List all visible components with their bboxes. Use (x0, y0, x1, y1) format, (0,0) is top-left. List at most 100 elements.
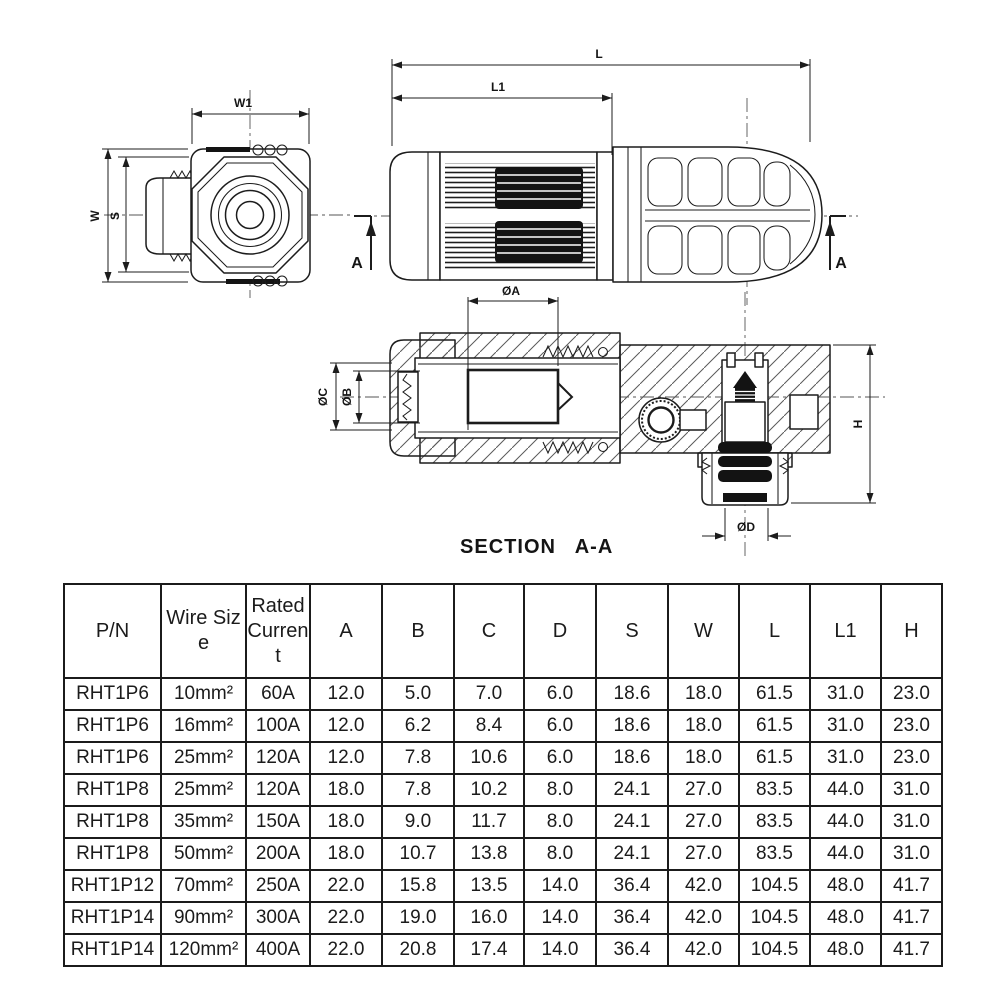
section-caption: SECTION A-A (460, 536, 614, 558)
table-cell: 24.1 (595, 773, 669, 807)
table-cell: 31.0 (880, 805, 943, 839)
table-cell: RHT1P6 (63, 677, 162, 711)
table-cell: 25mm² (160, 741, 247, 775)
table-cell: 250A (245, 869, 311, 903)
table-cell: 6.0 (523, 677, 597, 711)
table-cell: 16.0 (453, 901, 525, 935)
dim-label-l1: L1 (491, 80, 505, 94)
table-cell: 31.0 (880, 837, 943, 871)
table-cell: 12.0 (309, 709, 383, 743)
col-header-c: C (453, 583, 525, 679)
table-cell: 7.0 (453, 677, 525, 711)
table-cell: 200A (245, 837, 311, 871)
section-marker-right-label: A (835, 255, 847, 272)
section-marker-right: A (825, 215, 847, 272)
table-cell: 104.5 (738, 901, 811, 935)
table-cell: 100A (245, 709, 311, 743)
table-cell: 41.7 (880, 933, 943, 967)
col-header-w: W (667, 583, 740, 679)
table-cell: RHT1P6 (63, 741, 162, 775)
table-cell: 120A (245, 741, 311, 775)
table-cell: 18.0 (667, 709, 740, 743)
table-cell: 18.6 (595, 709, 669, 743)
table-cell: 22.0 (309, 933, 383, 967)
table-cell: 60A (245, 677, 311, 711)
table-cell: 13.8 (453, 837, 525, 871)
table-cell: 61.5 (738, 709, 811, 743)
table-cell: 61.5 (738, 741, 811, 775)
table-cell: 90mm² (160, 901, 247, 935)
table-cell: 18.6 (595, 677, 669, 711)
spec-table-header: P/N Wire Size Rated Current A B C D S W … (63, 583, 943, 679)
dim-label-dia-d: ØD (737, 520, 755, 534)
table-cell: 83.5 (738, 837, 811, 871)
table-cell: RHT1P8 (63, 805, 162, 839)
table-cell: 44.0 (809, 837, 882, 871)
table-cell: 23.0 (880, 709, 943, 743)
table-cell: 20.8 (381, 933, 455, 967)
table-cell: 18.0 (667, 677, 740, 711)
table-cell: 18.6 (595, 741, 669, 775)
table-cell: 48.0 (809, 901, 882, 935)
side-view: L L1 A A (351, 47, 858, 305)
table-cell: RHT1P12 (63, 869, 162, 903)
section-view: ØA ØC ØB ØD H (316, 284, 885, 556)
dim-label-dia-b: ØB (340, 388, 354, 406)
table-cell: RHT1P14 (63, 901, 162, 935)
table-cell: 8.0 (523, 837, 597, 871)
table-cell: 6.0 (523, 741, 597, 775)
col-header-wire-size: Wire Size (160, 583, 247, 679)
col-header-h: H (880, 583, 943, 679)
col-header-d: D (523, 583, 597, 679)
table-cell: 27.0 (667, 805, 740, 839)
table-cell: 22.0 (309, 869, 383, 903)
table-cell: 8.4 (453, 709, 525, 743)
col-header-b: B (381, 583, 455, 679)
table-cell: 41.7 (880, 869, 943, 903)
table-cell: 27.0 (667, 837, 740, 871)
section-caption-cut: A-A (575, 536, 614, 558)
table-cell: 7.8 (381, 773, 455, 807)
table-cell: RHT1P14 (63, 933, 162, 967)
col-header-pn: P/N (63, 583, 162, 679)
table-cell: 42.0 (667, 901, 740, 935)
table-cell: 5.0 (381, 677, 455, 711)
dim-label-s: S (108, 212, 122, 220)
table-cell: 10.6 (453, 741, 525, 775)
table-cell: RHT1P8 (63, 773, 162, 807)
table-cell: 44.0 (809, 773, 882, 807)
table-cell: 19.0 (381, 901, 455, 935)
table-cell: RHT1P8 (63, 837, 162, 871)
table-cell: 44.0 (809, 805, 882, 839)
table-cell: 35mm² (160, 805, 247, 839)
dim-label-dia-c: ØC (316, 388, 330, 406)
table-cell: 120mm² (160, 933, 247, 967)
table-cell: 10.7 (381, 837, 455, 871)
table-cell: 36.4 (595, 901, 669, 935)
table-cell: 42.0 (667, 933, 740, 967)
table-cell: 104.5 (738, 933, 811, 967)
front-view: W1 W S (88, 90, 354, 298)
table-cell: 24.1 (595, 837, 669, 871)
table-cell: 400A (245, 933, 311, 967)
table-cell: 9.0 (381, 805, 455, 839)
table-cell: 31.0 (809, 741, 882, 775)
table-cell: 61.5 (738, 677, 811, 711)
section-caption-title: SECTION (460, 536, 556, 558)
connector-drawing: W1 W S (88, 47, 885, 558)
table-cell: 24.1 (595, 805, 669, 839)
table-cell: 7.8 (381, 741, 455, 775)
table-cell: 31.0 (809, 709, 882, 743)
col-header-s: S (595, 583, 669, 679)
table-cell: 70mm² (160, 869, 247, 903)
dim-label-w1: W1 (234, 96, 252, 110)
section-marker-left: A (351, 215, 376, 272)
table-cell: 18.0 (667, 741, 740, 775)
